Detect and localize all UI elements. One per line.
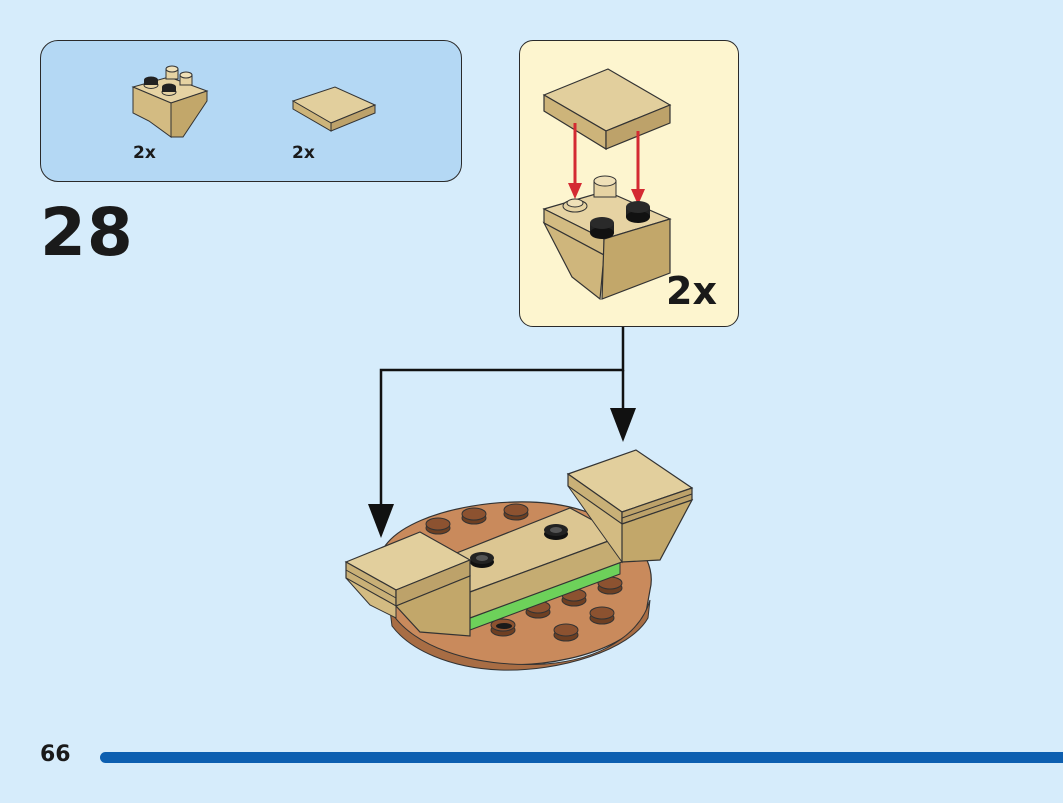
inverted-slope-part <box>542 175 672 301</box>
right-sub-assembly <box>566 449 694 564</box>
step-number: 28 <box>40 194 134 271</box>
tile-part <box>542 68 672 151</box>
tile-2x2-icon <box>291 86 377 132</box>
red-arrows <box>568 123 645 205</box>
sub-assembly-callout: 2x <box>519 40 739 327</box>
sub-assembly-qty: 2x <box>666 269 717 313</box>
progress-bar <box>100 752 1063 763</box>
part-qty-2: 2x <box>292 143 315 163</box>
parts-list-panel: 2x 2x <box>40 40 462 182</box>
sub-assembly-illustration <box>542 68 672 301</box>
center-tan-brick <box>443 507 624 619</box>
main-model-illustration <box>344 449 694 671</box>
inverted-slope-brick-icon <box>131 65 209 138</box>
left-sub-assembly <box>344 531 472 637</box>
page-number: 66 <box>40 742 71 767</box>
part-qty-1: 2x <box>133 143 156 163</box>
